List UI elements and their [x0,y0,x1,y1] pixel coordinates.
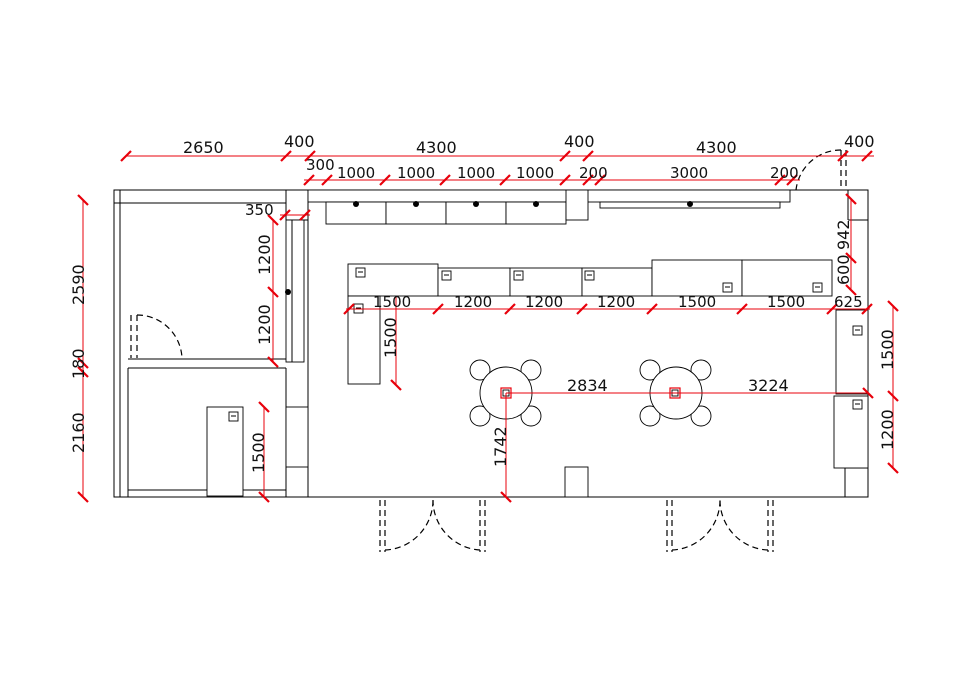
dim-label: 4300 [696,138,737,157]
dim-label: 200 [579,164,608,182]
dim-label: 1200 [255,234,274,275]
cabinet-lower-left [206,406,309,497]
dim-label: 1000 [397,164,435,182]
outlet-icon [513,270,524,281]
dim-label: 400 [284,132,315,151]
entrance-door-left [379,499,486,552]
dim-label: 1500 [381,317,400,358]
door-top-right [795,149,847,191]
dim-label: 625 [834,293,863,311]
outlet-icon [722,282,733,293]
dim-label: 180 [69,348,88,379]
dim-label: 1200 [597,293,635,311]
dim-label: 1742 [491,426,510,467]
dim-label: 3000 [670,164,708,182]
dim-label: 1200 [255,304,274,345]
dim-label: 1200 [878,409,897,450]
dim-label: 400 [564,132,595,151]
door-left-room [130,314,183,359]
dim-label: 1500 [373,293,411,311]
dim-label: 1000 [516,164,554,182]
outlet-icon [355,267,366,278]
left-room-bench [285,219,305,363]
dim-label: 1200 [454,293,492,311]
dim-label: 600 [834,254,853,285]
outlet-icon [228,411,239,422]
dim-label: 400 [844,132,875,151]
dim-label: 1500 [678,293,716,311]
entrance-door-right [666,499,774,552]
dim-label: 1500 [878,329,897,370]
dim-label: 1500 [249,432,268,473]
dim-label: 300 [306,156,335,174]
dim-label: 2650 [183,138,224,157]
dim-label: 2160 [69,412,88,453]
dim-label: 2590 [69,264,88,305]
outlet-icon [584,270,595,281]
top-wall-counter [307,189,791,225]
dimension-lines [77,150,899,503]
dimension-labels: 2650 400 4300 400 4300 400 300 1000 1000… [69,132,897,473]
dim-label: 1500 [767,293,805,311]
outlet-icon [812,282,823,293]
dim-label: 1000 [337,164,375,182]
dim-label: 3224 [748,376,789,395]
outlet-icon [441,270,452,281]
dim-label: 4300 [416,138,457,157]
outlet-icon [852,399,863,410]
dim-label: 1200 [525,293,563,311]
right-wall-shelves [833,309,869,469]
pillar [564,466,589,498]
display-shelf-row [347,259,833,297]
dim-label: 1000 [457,164,495,182]
outlet-icon [852,325,863,336]
dim-label: 942 [834,219,853,250]
dim-label: 200 [770,164,799,182]
dim-label: 2834 [567,376,608,395]
dim-label: 350 [245,201,274,219]
